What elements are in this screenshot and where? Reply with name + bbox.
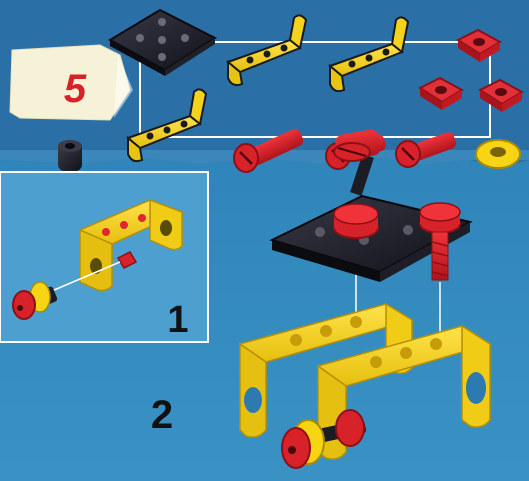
spacer-part — [58, 140, 82, 172]
substep-2-plate-nut — [334, 204, 378, 238]
step-number-badge: 5 — [10, 45, 133, 120]
substep-2-label: 2 — [151, 393, 173, 437]
substep-1-panel: 1 — [0, 172, 208, 342]
washer-part — [476, 140, 520, 168]
step-number: 5 — [64, 67, 87, 111]
substep-1-label: 1 — [167, 299, 188, 341]
